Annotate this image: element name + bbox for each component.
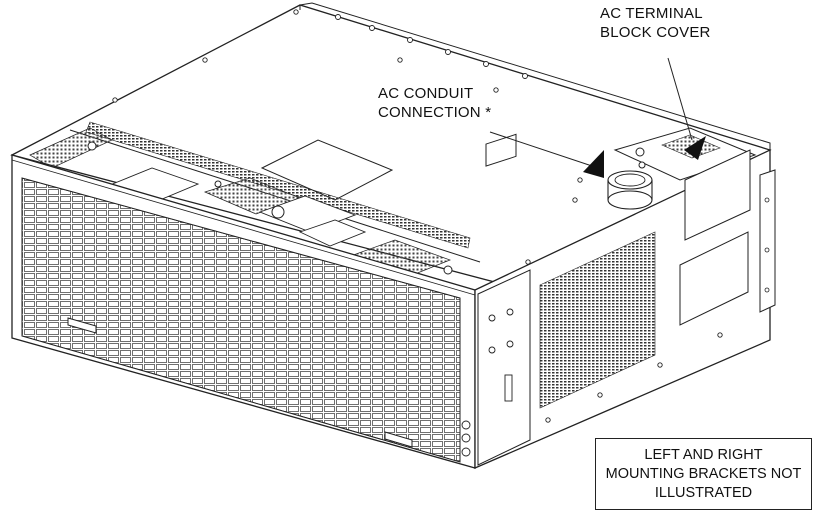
label-ac-conduit-connection: AC CONDUIT CONNECTION * [378,84,491,122]
note-line: ILLUSTRATED [655,484,752,503]
note-line: MOUNTING BRACKETS NOT [606,465,802,484]
label-ac-terminal-block-cover: AC TERMINAL BLOCK COVER [600,4,711,42]
label-line: CONNECTION * [378,103,491,122]
mounting-brackets-note: LEFT AND RIGHT MOUNTING BRACKETS NOT ILL… [595,438,812,510]
label-line: AC CONDUIT [378,84,491,103]
note-line: LEFT AND RIGHT [644,446,762,465]
label-line: AC TERMINAL [600,4,711,23]
label-line: BLOCK COVER [600,23,711,42]
